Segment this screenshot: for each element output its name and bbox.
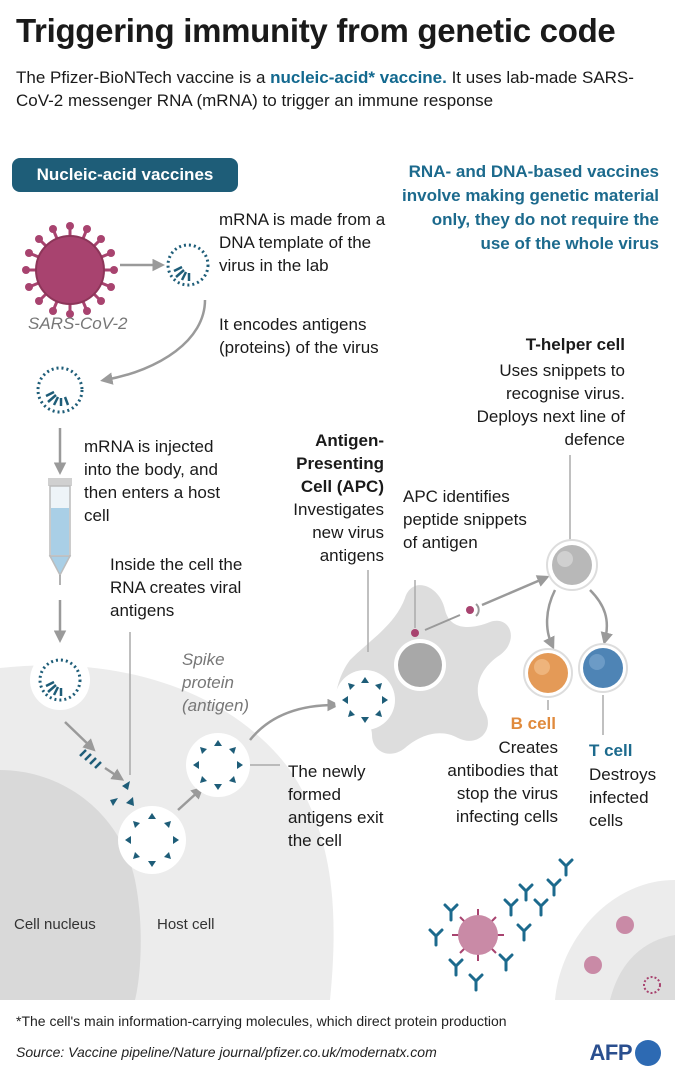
apc-identifies: APC identifies peptide snippets of antig… [403,487,527,552]
antibody-virus-cluster [452,909,504,961]
t-cell-desc: Destroys infected cells [589,765,657,830]
mrna-particle-icon [166,243,210,287]
syringe-icon [48,478,72,585]
host-cell-label: Host cell [157,916,215,933]
afp-logo-dot-icon [635,1040,661,1066]
t-cell-icon [583,648,623,688]
antigen-vesicle-icon [125,813,179,867]
step-injected: mRNA is injected into the body, and then… [84,437,221,525]
mrna-particle-icon [36,366,84,414]
virus-label: SARS-CoV-2 [28,314,128,333]
t-helper-desc: Uses snippets to recognise virus. Deploy… [476,361,625,449]
infected-cell-nucleus [610,935,675,1000]
step-inside: Inside the cell the RNA creates viral an… [110,555,243,620]
section-pill: Nucleic-acid vaccines [12,158,238,192]
t-helper-cell-icon [552,545,592,585]
apc-title: Antigen-Presenting Cell (APC) [296,431,384,496]
source-line: Source: Vaccine pipeline/Nature journal/… [16,1044,437,1060]
virus-icon [22,222,118,318]
callout-text: RNA- and DNA-based vaccines involve maki… [402,162,659,253]
step-encodes: It encodes antigens (proteins) of the vi… [219,315,379,357]
subtitle-highlight: nucleic-acid* vaccine. [270,68,447,87]
cell-nucleus-shape [0,770,141,1000]
spike-protein-icon [193,740,243,790]
t-helper-title: T-helper cell [525,335,625,354]
step-exit: The newly formed antigens exit the cell [288,762,384,850]
b-cell-desc: Creates antibodies that stop the virus i… [447,738,558,826]
step-mrna-made: mRNA is made from a DNA template of the … [219,210,386,275]
antibody-icon [428,858,574,992]
mrna-particle-icon [38,658,82,702]
spike-label: Spike protein (antigen) [182,650,250,715]
b-cell-icon [528,653,568,693]
t-cell-title: T cell [589,741,633,760]
page-title: Triggering immunity from genetic code [16,12,616,49]
nucleus-label: Cell nucleus [14,916,96,933]
b-cell-title: B cell [510,714,556,733]
apc-desc: Investigates new virus antigens [293,500,384,565]
page-subtitle: The Pfizer-BioNTech vaccine is a nucleic… [16,68,634,110]
afp-logo: AFP [590,1040,661,1066]
mrna-strand-icon [79,749,102,769]
footnote: *The cell's main information-carrying mo… [16,1013,507,1029]
